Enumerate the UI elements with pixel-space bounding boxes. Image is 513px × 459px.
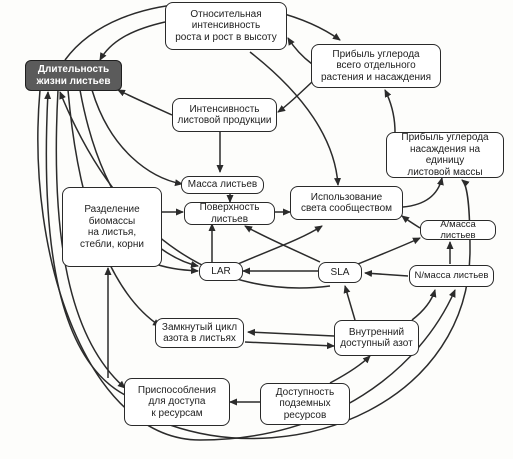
arrow-carbon-plant-to-growth: [287, 37, 313, 65]
arrow-growth-to-light-use: [249, 51, 342, 186]
node-internal-n: Внутренний доступный азот: [334, 320, 419, 356]
node-leaf-lifespan: Длительность жизни листьев: [25, 60, 122, 91]
node-carbon-gain-leaf-mass: Прибыль углерода насаждения на единицу л…: [386, 132, 504, 178]
arrow-lifespan-to-mass: [91, 89, 183, 187]
arrow-sla-to-a-mass: [357, 237, 421, 265]
arrow-production-to-lifespan: [117, 89, 173, 116]
arrow-lifespan-loop-bottom: [37, 89, 456, 441]
arrow-light-to-carbon-leaf: [402, 177, 444, 208]
arrow-a-mass-to-light-use: [401, 215, 421, 229]
arrow-n-mass-to-sla: [364, 269, 409, 277]
node-leaf-surface: Поверхность листьев: [184, 202, 275, 225]
node-n-cycle: Замкнутый цикл азота в листьях: [155, 318, 244, 348]
arrow-underground-to-internal-n: [329, 355, 371, 384]
node-leaf-mass: Масса листьев: [181, 176, 264, 194]
node-lar: LAR: [199, 262, 243, 281]
arrow-internal-n-to-cycle: [247, 328, 335, 337]
arrow-adaptations-loop-right: [169, 179, 471, 440]
arrow-internal-n-to-n-mass: [411, 289, 437, 321]
node-light-use: Использование света сообществом: [290, 186, 403, 220]
arrow-growth-to-lifespan: [99, 21, 166, 61]
node-n-per-mass: N/масса листьев: [409, 265, 494, 287]
arrow-carbon-leaf-to-carbon-plant: [384, 89, 396, 133]
arrow-internal-n-to-sla: [343, 285, 356, 321]
arrow-cycle-to-internal-n: [244, 341, 335, 350]
node-biomass-partition: Разделение биомассы на листья, стебли, к…: [62, 187, 162, 267]
arrow-carbon-plant-to-production: [277, 81, 313, 113]
node-a-per-mass: A/масса листьев: [420, 219, 496, 241]
node-underground-resources: Доступность подземных ресурсов: [260, 383, 350, 425]
arrow-sla-to-surface: [244, 225, 321, 263]
node-adaptations: Приспособления для доступа к ресурсам: [124, 378, 230, 426]
node-leaf-production: Интенсивность листовой продукции: [172, 98, 277, 132]
node-carbon-gain-plant: Прибыль углерода всего отдельного растен…: [311, 44, 441, 88]
arrow-sla-to-lifespan: [59, 91, 331, 289]
arrow-lar-to-light-use: [237, 225, 323, 265]
node-sla: SLA: [318, 262, 362, 283]
node-relative-growth: Относительная интенсивность роста и рост…: [165, 2, 287, 50]
arrow-lifespan-to-adaptations: [55, 89, 126, 389]
